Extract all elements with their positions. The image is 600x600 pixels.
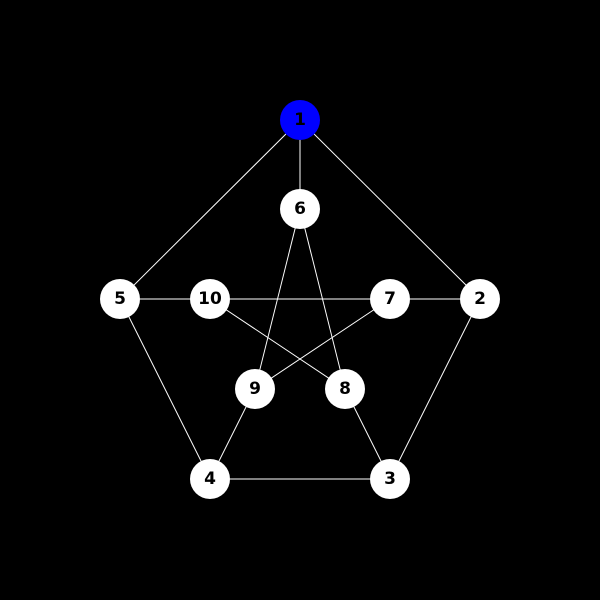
node-10[interactable]: 10 <box>190 279 230 319</box>
node-label: 5 <box>114 289 126 309</box>
edge-5-1 <box>119 119 301 300</box>
edge-8-10 <box>209 298 346 390</box>
node-circle <box>100 279 140 319</box>
node-6[interactable]: 6 <box>280 189 320 229</box>
edge-4-5 <box>119 298 211 480</box>
node-circle <box>190 459 230 499</box>
node-7[interactable]: 7 <box>370 279 410 319</box>
node-label: 8 <box>339 379 351 399</box>
node-label: 3 <box>384 469 396 489</box>
node-circle <box>370 459 410 499</box>
node-circle <box>235 369 275 409</box>
node-3[interactable]: 3 <box>370 459 410 499</box>
node-circle <box>325 369 365 409</box>
node-label: 1 <box>294 110 306 130</box>
node-label: 6 <box>294 199 306 219</box>
node-1[interactable]: 1 <box>280 100 320 140</box>
node-label: 2 <box>474 289 486 309</box>
node-8[interactable]: 8 <box>325 369 365 409</box>
node-layer: 1 2 3 4 5 6 7 8 9 10 <box>100 100 500 499</box>
node-circle <box>460 279 500 319</box>
node-label: 7 <box>384 289 396 309</box>
node-2[interactable]: 2 <box>460 279 500 319</box>
node-label: 9 <box>249 379 261 399</box>
node-4[interactable]: 4 <box>190 459 230 499</box>
node-circle <box>370 279 410 319</box>
node-circle <box>280 100 320 140</box>
node-label: 4 <box>204 469 216 489</box>
edge-1-2 <box>299 119 481 300</box>
node-9[interactable]: 9 <box>235 369 275 409</box>
edge-9-6 <box>254 208 301 390</box>
node-label: 10 <box>198 289 222 309</box>
node-circle <box>190 279 230 319</box>
node-circle <box>280 189 320 229</box>
edge-7-9 <box>254 298 391 390</box>
node-5[interactable]: 5 <box>100 279 140 319</box>
edge-2-3 <box>389 298 481 480</box>
